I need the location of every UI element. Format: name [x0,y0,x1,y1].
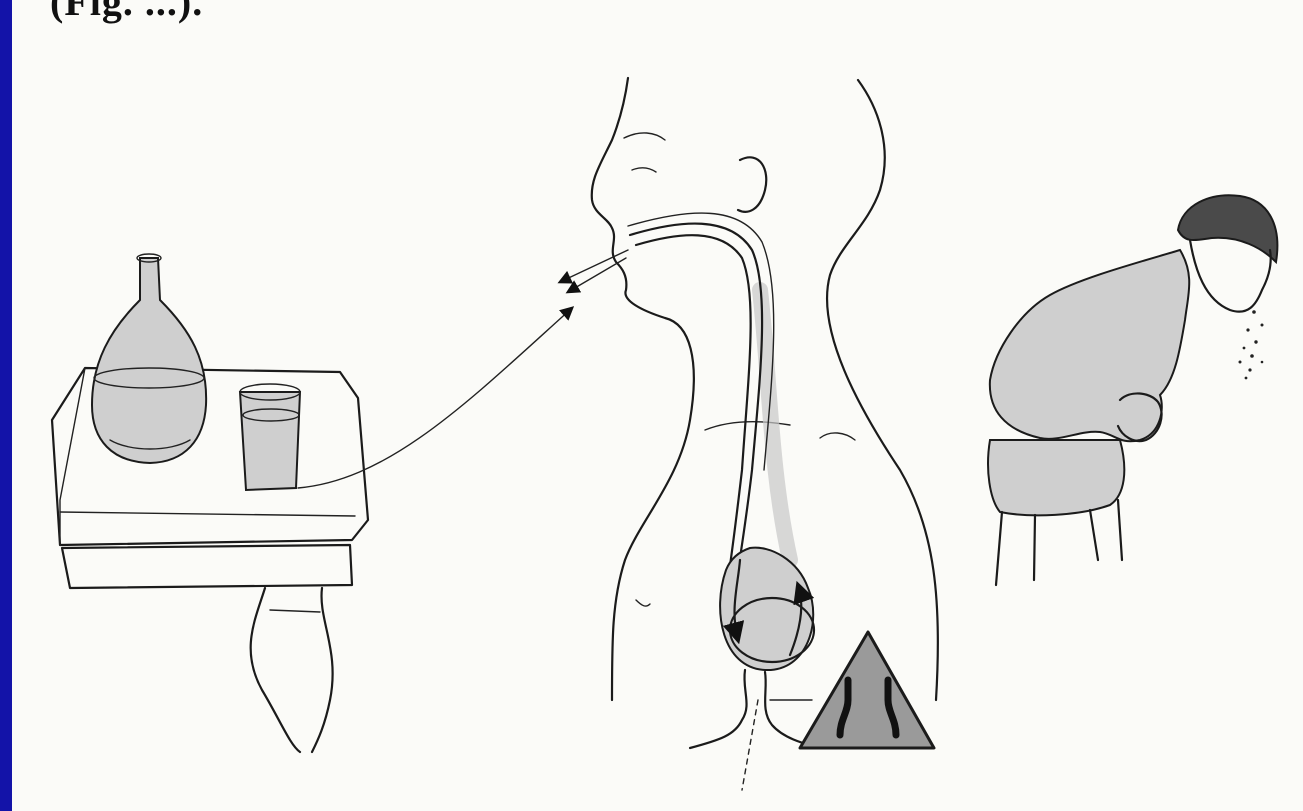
man-vomiting-illustration [988,195,1277,585]
drinking-path-arrow [298,308,572,488]
decanter [92,254,206,463]
drinking-glass [240,384,300,490]
road-narrows-warning-sign [800,632,934,748]
